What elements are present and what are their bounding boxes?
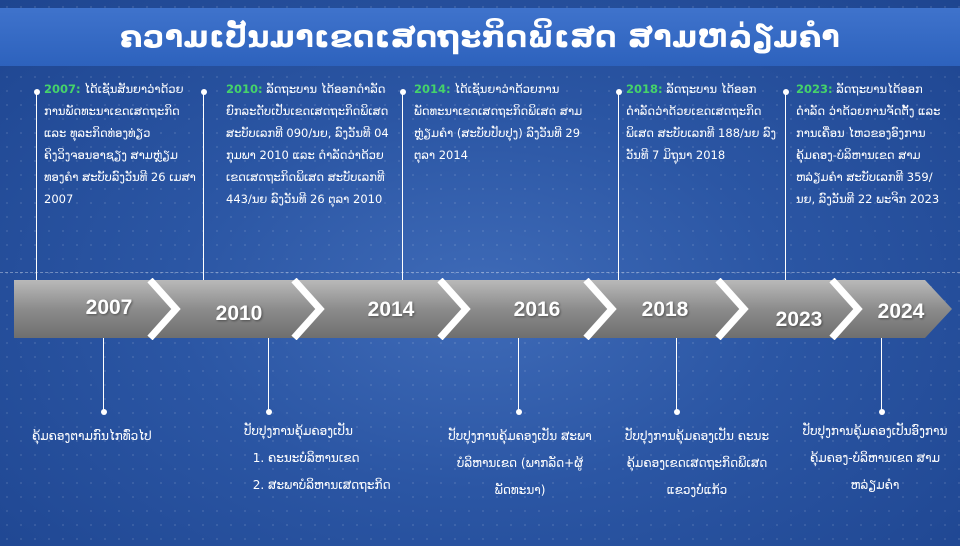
chevron-separator xyxy=(715,278,749,340)
top-note-year: 2014: xyxy=(414,82,451,96)
top-note-text: ໄດ້ເຊັນຍາວ່າດ້ວຍການພັດທະນາເຂດເສດຖະກິດພິເ… xyxy=(414,82,583,162)
connector-line-bottom-2016 xyxy=(518,338,519,412)
connector-dot xyxy=(616,89,622,95)
bottom-note-heading: ປັບປຸງການຄຸ້ມຄອງເປັນ xyxy=(244,424,353,438)
top-note-text: ລັດຖະບານ ໄດ້ອອກດຳລັດວ່າດ້ວຍເຂດເສດຖະກິດພິ… xyxy=(626,82,777,162)
top-note-2014: 2014: ໄດ້ເຊັນຍາວ່າດ້ວຍການພັດທະນາເຂດເສດຖະ… xyxy=(414,78,590,166)
top-note-2018: 2018: ລັດຖະບານ ໄດ້ອອກດຳລັດວ່າດ້ວຍເຂດເສດຖ… xyxy=(626,78,778,166)
top-note-2023: 2023: ລັດຖະບານໄດ້ອອກດຳລັດ ວ່າດ້ວຍການຈັດຕ… xyxy=(796,78,946,210)
chevron-separator xyxy=(147,278,181,340)
top-note-year: 2010: xyxy=(226,82,263,96)
slide-title: ຄວາມເປັນມາເຂດເສດຖະກິດພິເສດ ສາມຫລ່ຽມຄຳ xyxy=(0,8,960,66)
connector-dot xyxy=(516,409,522,415)
top-note-text: ລັດຖະບານ ໄດ້ອອກດຳລັດ ຍົກລະດັບເປັນເຂດເສດຖ… xyxy=(226,82,389,206)
connector-dot xyxy=(201,89,207,95)
connector-line-2023 xyxy=(785,92,786,308)
connector-line-bottom-2024 xyxy=(881,338,882,412)
timeline-year-2007: 2007 xyxy=(85,296,133,319)
connector-dot xyxy=(266,409,272,415)
connector-dot xyxy=(101,409,107,415)
top-note-2007: 2007: ໄດ້ເຊັນສັນຍາວ່າດ້ວຍການພັດທະນາເຂດເສ… xyxy=(44,78,196,210)
chevron-separator xyxy=(291,278,325,340)
chevron-separator xyxy=(583,278,617,340)
bottom-note-2007: ຄຸ້ມຄອງຕາມກົນໄກທົ່ວໄປ xyxy=(32,429,152,443)
timeline-year-2024: 2024 xyxy=(877,300,925,323)
connector-dot xyxy=(34,89,40,95)
bottom-note-2016: ປັບປຸງການຄຸ້ມຄອງເປັນ ສະພາບໍລິຫານເຂດ (ພາກ… xyxy=(448,429,592,497)
top-note-text: ລັດຖະບານໄດ້ອອກດຳລັດ ວ່າດ້ວຍການຈັດຕັ້ງ ແລ… xyxy=(796,82,941,206)
bottom-note-2024: ປັບປຸງການຄຸ້ມຄອງເປັນອົງການຄຸ້ມຄອງ-ບໍລິຫາ… xyxy=(802,424,948,492)
top-note-year: 2018: xyxy=(626,82,663,96)
timeline-year-2023: 2023 xyxy=(775,308,823,331)
connector-line-2007 xyxy=(36,92,37,308)
dashed-guide-line xyxy=(0,272,960,273)
chevron-separator xyxy=(829,278,863,340)
connector-line-2014 xyxy=(402,92,403,288)
connector-line-bottom-2010 xyxy=(268,338,269,412)
connector-line-bottom-2007 xyxy=(103,338,104,412)
timeline-arrow-band xyxy=(14,278,952,340)
connector-dot xyxy=(879,409,885,415)
timeline-year-2014: 2014 xyxy=(367,298,415,321)
bottom-note-2010: ປັບປຸງການຄຸ້ມຄອງເປັນ ຄະນະບໍລິຫານເຂດ ສະພາ… xyxy=(244,418,414,499)
connector-line-2010 xyxy=(203,92,204,304)
connector-dot xyxy=(400,89,406,95)
timeline-arrow-shape xyxy=(14,280,952,338)
top-note-2010: 2010: ລັດຖະບານ ໄດ້ອອກດຳລັດ ຍົກລະດັບເປັນເ… xyxy=(226,78,394,210)
list-item: ສະພາບໍລິຫານເສດຖະກິດ xyxy=(268,472,414,499)
top-note-year: 2023: xyxy=(796,82,833,96)
timeline-year-2018: 2018 xyxy=(641,298,689,321)
chevron-separator xyxy=(437,278,471,340)
connector-dot xyxy=(783,89,789,95)
top-note-text: ໄດ້ເຊັນສັນຍາວ່າດ້ວຍການພັດທະນາເຂດເສດຖະກິດ… xyxy=(44,82,196,206)
top-note-year: 2007: xyxy=(44,82,81,96)
bottom-note-2018: ປັບປຸງການຄຸ້ມຄອງເປັນ ຄະນະຄຸ້ມຄອງເຂດເສດຖະ… xyxy=(624,429,770,497)
timeline-year-2016: 2016 xyxy=(513,298,561,321)
bottom-note-list: ຄະນະບໍລິຫານເຂດ ສະພາບໍລິຫານເສດຖະກິດ xyxy=(244,445,414,499)
connector-line-bottom-2018 xyxy=(676,338,677,412)
list-item: ຄະນະບໍລິຫານເຂດ xyxy=(268,445,414,472)
timeline-year-2010: 2010 xyxy=(215,302,263,325)
connector-dot xyxy=(674,409,680,415)
connector-line-2018 xyxy=(618,92,619,308)
